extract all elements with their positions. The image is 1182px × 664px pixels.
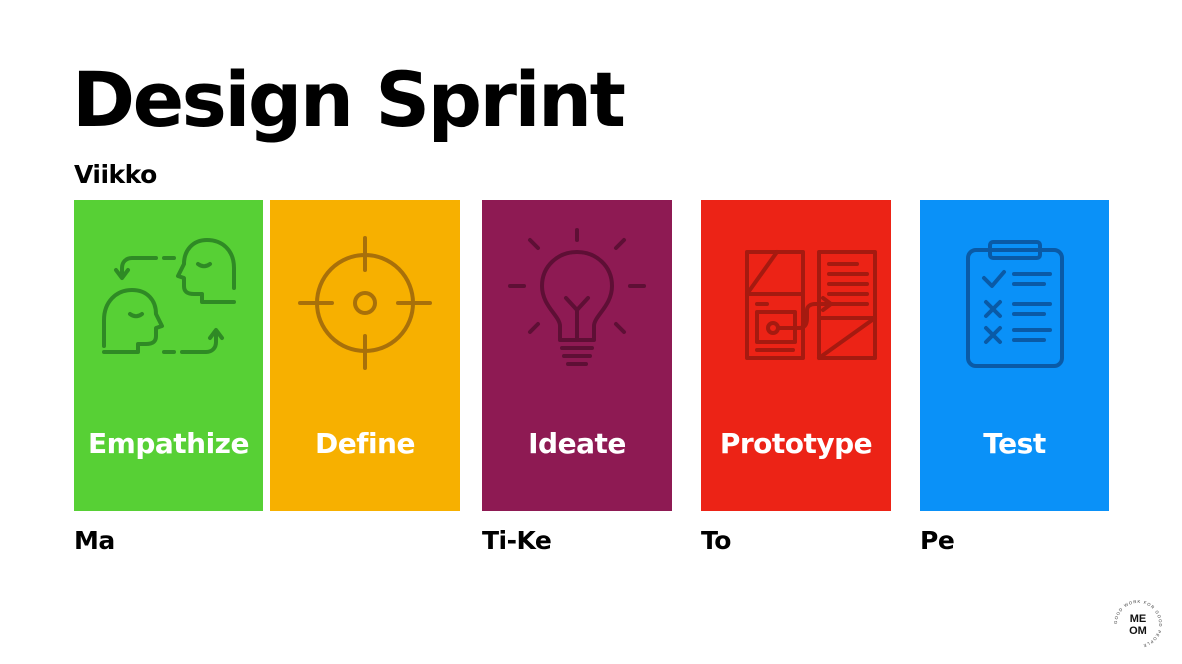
phase-card-prototype: Prototype: [701, 200, 891, 511]
crosshair-target-icon: [298, 236, 432, 370]
phase-label: Ideate: [528, 427, 626, 460]
logo-text-bottom: OM: [1129, 625, 1147, 637]
slide-title: Design Sprint: [72, 55, 626, 144]
day-label-tuesday-wednesday: Ti-Ke: [482, 526, 552, 555]
checklist-clipboard-icon: [965, 240, 1064, 368]
meom-logo-icon: GOOD WORK FOR GOOD PEOPLE ME OM: [1113, 599, 1162, 649]
phase-card-test: Test: [920, 200, 1109, 511]
lightbulb-icon: [508, 228, 646, 366]
meom-logo: GOOD WORK FOR GOOD PEOPLE ME OM: [1112, 598, 1164, 650]
logo-text-top: ME: [1130, 613, 1147, 625]
day-label-thursday: To: [701, 526, 731, 555]
day-label-friday: Pe: [920, 526, 955, 555]
phase-card-define: Define: [270, 200, 460, 511]
slide-subtitle: Viikko: [74, 160, 157, 189]
phase-label: Define: [315, 427, 415, 460]
two-heads-exchange-icon: [101, 238, 236, 354]
phase-label: Empathize: [88, 427, 249, 460]
day-label-monday: Ma: [74, 526, 115, 555]
phase-card-empathize: Empathize: [74, 200, 263, 511]
phase-label: Prototype: [719, 427, 873, 460]
phase-label: Test: [983, 427, 1046, 460]
wireframe-flow-icon: [745, 250, 877, 360]
phase-card-ideate: Ideate: [482, 200, 672, 511]
